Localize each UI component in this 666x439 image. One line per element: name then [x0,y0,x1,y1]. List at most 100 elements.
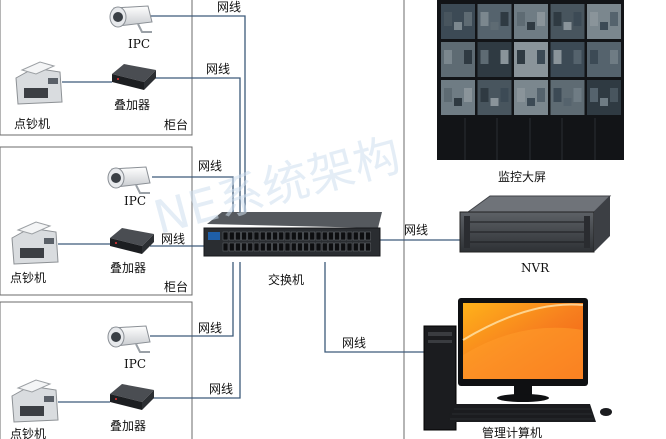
video-wall-screen [441,80,475,115]
switch-port [228,231,235,241]
cabinet-frame-1 [0,0,193,136]
cash-counter-label-2: 点钞机 [10,271,47,285]
switch-port [241,231,247,241]
ipc-label-1: IPC [128,37,150,51]
cable-ipc-3 [150,262,234,337]
switch-port [315,242,322,252]
overlay-box-3 [110,384,154,410]
video-wall-screen [587,80,621,115]
overlay-label-1: 叠加器 [114,98,151,112]
cable-ipc-1 [150,15,246,215]
switch-port [315,231,322,241]
video-wall-screen [550,42,585,77]
video-wall [437,0,624,160]
cable-overlay-3 [153,262,241,399]
cable-label-1: 网线 [217,0,242,14]
switch-port [272,242,278,252]
video-wall-screen [587,4,621,39]
switch-port [340,231,347,241]
switch-port [284,231,291,241]
cash-counter-label-3: 点钞机 [10,427,47,439]
network-switch [203,212,382,257]
nvr-label: NVR [521,261,550,275]
switch-port [303,242,309,252]
overlay-box-1 [112,64,156,90]
cable-label-3: 网线 [198,159,223,173]
cabinet-frame-2 [0,146,193,296]
cable-label-4: 网线 [161,232,186,246]
video-wall-screen [514,80,548,115]
switch-port [228,242,235,252]
video-wall-screen [514,42,548,77]
switch-port [235,242,241,252]
switch-port [359,231,365,241]
switch-port [303,231,309,241]
pc-label: 管理计算机 [482,426,543,439]
cash-counter-label-1: 点钞机 [14,117,51,131]
switch-port [297,231,303,241]
switch-port [321,231,328,241]
nvr-recorder [459,195,612,253]
ipc-label-3: IPC [124,357,146,371]
switch-port [235,231,241,241]
switch-port [352,242,359,252]
switch-port [266,242,272,252]
video-wall-screen [550,4,585,39]
cable-ipc-2 [152,176,234,215]
switch-port [297,242,303,252]
video-wall-screen [587,42,621,77]
overlay-box-2 [110,228,154,254]
switch-port [259,231,266,241]
cash-counter-1 [15,61,63,105]
cabinet-frames [0,0,405,439]
switch-port [346,242,353,252]
switch-port [222,231,229,241]
switch-port [309,231,316,241]
video-wall-screen [477,80,512,115]
cable-pc [324,262,430,353]
switch-port [352,231,359,241]
switch-port [334,231,340,241]
ipc-camera-3 [107,325,151,353]
switch-port [346,231,353,241]
switch-port [253,242,260,252]
cable-overlay-1 [153,77,241,215]
cabinet-label-2: 柜台 [164,280,189,294]
video-wall-label: 监控大屏 [498,170,547,184]
ipc-camera-1 [109,5,153,33]
switch-port [365,231,371,241]
switch-port [284,242,291,252]
cash-counter-2 [11,221,59,265]
video-wall-screen [441,42,475,77]
cabinet-label-1: 柜台 [164,118,189,132]
switch-port [278,231,285,241]
switch-port [309,242,316,252]
management-computer [423,298,612,431]
video-wall-screen [514,4,548,39]
switch-port [253,231,260,241]
switch-port [247,231,254,241]
switch-port [222,242,229,252]
overlay-label-2: 叠加器 [110,261,147,275]
switch-port [359,242,365,252]
video-wall-screen [441,4,475,39]
switch-port [290,231,297,241]
video-wall-screen [550,80,585,115]
switch-port [259,242,266,252]
switch-port [272,231,278,241]
video-wall-screen [477,42,512,77]
cabinet-frame-3 [0,301,193,439]
switch-port [334,242,340,252]
ipc-camera-2 [107,166,151,194]
switch-port [247,242,254,252]
ipc-label-2: IPC [124,194,146,208]
switch-port [241,242,247,252]
cable-label-pc: 网线 [342,336,367,350]
network-cables [58,15,460,403]
cable-label-5: 网线 [198,321,223,335]
switch-label: 交换机 [268,273,305,287]
switch-port [365,242,371,252]
switch-port [328,231,334,241]
